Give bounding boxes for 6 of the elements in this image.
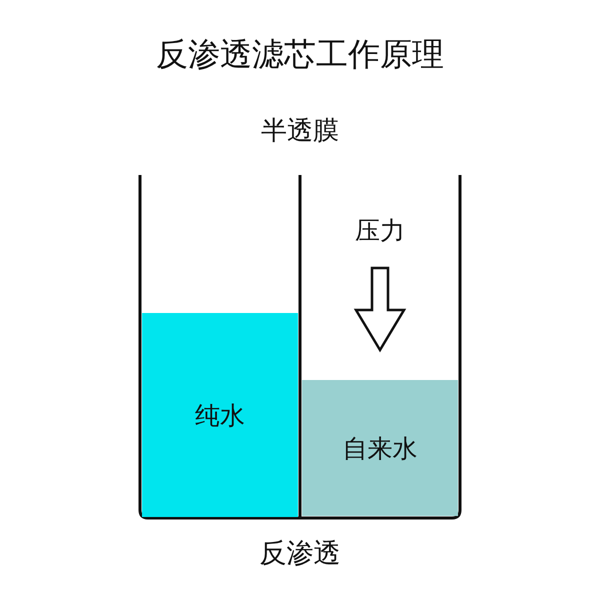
pressure-label: 压力 (355, 218, 405, 243)
membrane-label: 半透膜 (261, 118, 339, 144)
water-area: 自来水 (302, 380, 458, 516)
water-area: 纯水 (142, 313, 298, 517)
title: 反渗透滤芯工作原理 (156, 38, 444, 70)
bottom-caption: 反渗透 (260, 540, 340, 567)
